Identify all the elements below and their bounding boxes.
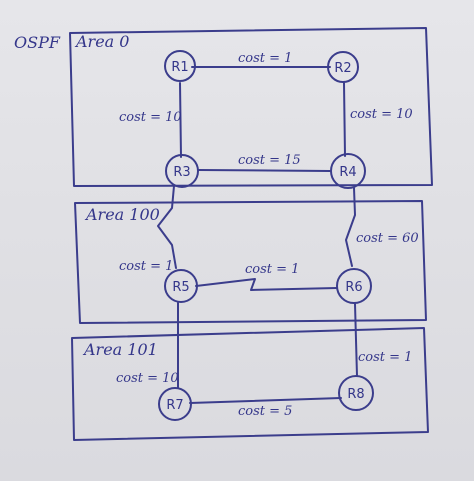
- area-101-box: [71, 327, 429, 441]
- router-r3-circle: [165, 154, 199, 188]
- router-r2-circle: [327, 51, 359, 83]
- cost-label-r5-r6: cost = 1: [245, 262, 299, 277]
- router-r8-circle: [338, 375, 374, 411]
- router-r4-label: R4: [339, 165, 356, 180]
- link-r7-r8: [189, 397, 342, 404]
- link-r3-r5: [157, 185, 177, 269]
- area-100-box: [74, 200, 427, 324]
- router-r6-label: R6: [345, 280, 362, 295]
- area-0-box: [69, 27, 433, 187]
- link-r3-r4: [197, 169, 331, 172]
- link-r1-r3: [179, 82, 182, 158]
- cost-label-r4-r6: cost = 60: [356, 231, 419, 246]
- cost-label-r5-r7: cost = 10: [116, 371, 179, 386]
- link-r2-r4: [343, 82, 346, 157]
- router-r6-circle: [336, 268, 372, 304]
- cost-label-r6-r8: cost = 1: [358, 350, 412, 365]
- cost-label-r1-r3: cost = 10: [119, 110, 182, 125]
- router-r7-label: R7: [166, 398, 183, 413]
- cost-label-r3-r4: cost = 15: [238, 153, 301, 168]
- router-r4-circle: [330, 153, 366, 189]
- link-r5-r6: [195, 278, 338, 291]
- router-r1-label: R1: [171, 60, 188, 75]
- router-r8-label: R8: [347, 387, 364, 402]
- router-r1-circle: [164, 50, 196, 82]
- cost-label-r3-r5: cost = 1: [119, 259, 173, 274]
- link-r4-r6: [345, 187, 356, 267]
- area-100-label: Area 100: [84, 205, 160, 224]
- cost-label-r7-r8: cost = 5: [238, 404, 292, 419]
- router-r2-label: R2: [334, 61, 351, 76]
- router-r5-label: R5: [172, 280, 189, 295]
- router-r5-circle: [164, 269, 198, 303]
- area-0-label: Area 0: [74, 32, 129, 51]
- area-101-label: Area 101: [82, 340, 158, 359]
- router-r3-label: R3: [173, 165, 190, 180]
- cost-label-r2-r4: cost = 10: [350, 107, 413, 122]
- cost-label-r1-r2: cost = 1: [238, 51, 292, 66]
- protocol-label: OSPF: [14, 33, 61, 52]
- router-r7-circle: [158, 387, 192, 421]
- link-r6-r8: [354, 303, 358, 377]
